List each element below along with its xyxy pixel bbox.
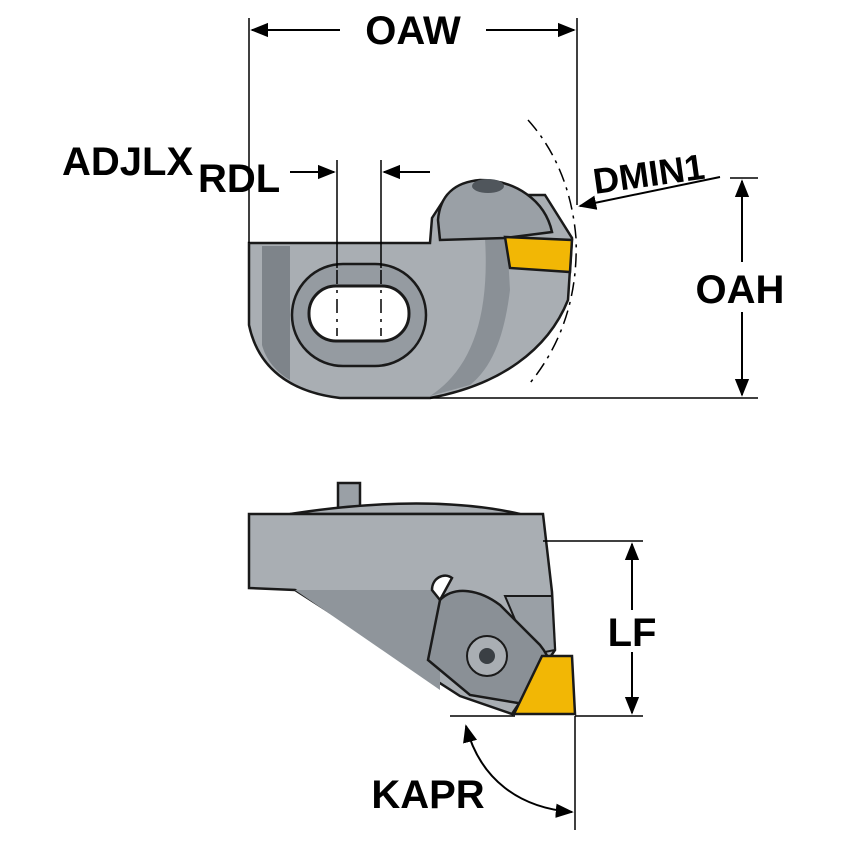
- clamp-screw-head: [472, 179, 504, 193]
- side-view-notch: [430, 574, 454, 603]
- adjlx-dimension: ADJLX RDL: [62, 140, 430, 268]
- screw-torx-icon: [479, 648, 495, 664]
- oaw-label: OAW: [365, 9, 461, 53]
- top-view-right-shade: [430, 238, 510, 396]
- lf-dimension: LF: [543, 540, 657, 717]
- oah-dimension: OAH: [430, 177, 785, 399]
- top-view-left-band: [262, 246, 290, 380]
- kapr-dimension: KAPR: [371, 715, 576, 830]
- side-view: [247, 481, 577, 716]
- rdl-label: RDL: [198, 157, 280, 201]
- adjustment-slot: [307, 284, 411, 343]
- cutting-insert-side: [512, 654, 577, 716]
- side-view-cap: [289, 502, 521, 516]
- oah-label: OAH: [696, 268, 785, 312]
- cutting-insert-top: [503, 235, 574, 274]
- adjlx-label: ADJLX: [62, 140, 193, 184]
- side-view-lower-face: [295, 590, 440, 690]
- dmin1-label: DMIN1: [590, 146, 707, 202]
- oaw-dimension: OAW: [248, 9, 578, 243]
- kapr-label: KAPR: [371, 773, 484, 817]
- top-view: [247, 178, 574, 400]
- lf-label: LF: [608, 611, 657, 655]
